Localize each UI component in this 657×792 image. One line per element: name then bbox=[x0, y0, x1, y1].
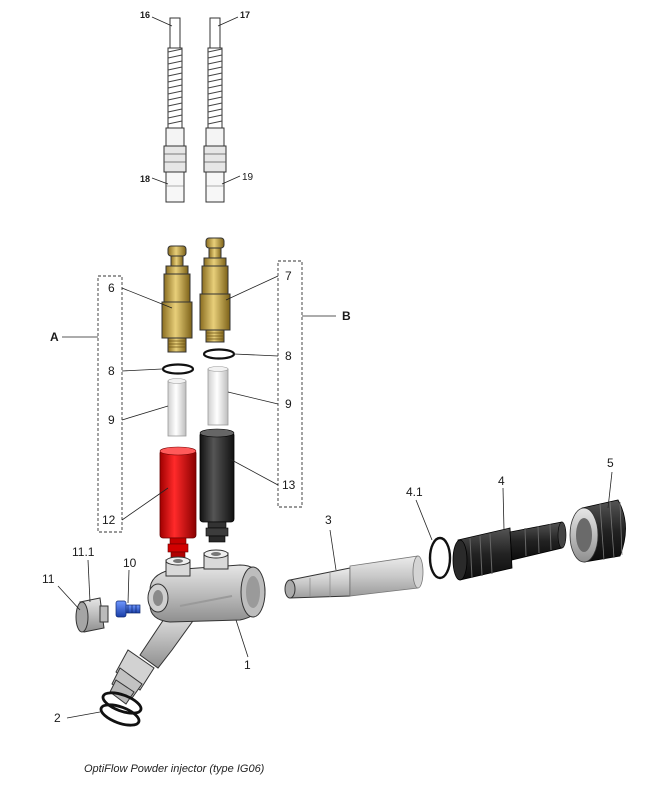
nut-5 bbox=[569, 499, 626, 563]
hose-17 bbox=[207, 17, 223, 129]
group-box-b bbox=[277, 260, 303, 508]
figure-caption: OptiFlow Powder injector (type IG06) bbox=[84, 763, 265, 775]
injector-body-1 bbox=[109, 549, 266, 705]
label-10: 10 bbox=[123, 556, 137, 570]
o-ring-8-right bbox=[202, 348, 236, 360]
o-ring-4-1 bbox=[428, 536, 452, 580]
label-9-right: 9 bbox=[285, 397, 292, 411]
label-17: 17 bbox=[240, 10, 250, 20]
label-8-right: 8 bbox=[285, 349, 292, 363]
label-16: 16 bbox=[140, 10, 150, 20]
label-7: 7 bbox=[285, 269, 292, 283]
leader-lines bbox=[57, 16, 613, 719]
black-connector-4 bbox=[452, 521, 567, 581]
label-11-1: 11.1 bbox=[72, 545, 95, 559]
label-4: 4 bbox=[498, 474, 505, 488]
insert-tube-3 bbox=[284, 555, 424, 599]
o-ring-8-left bbox=[161, 363, 195, 375]
group-box-a bbox=[97, 275, 123, 533]
label-3: 3 bbox=[325, 513, 332, 527]
label-18: 18 bbox=[140, 174, 150, 184]
red-sleeve-12 bbox=[159, 446, 197, 561]
brass-connector-6 bbox=[161, 245, 193, 353]
label-a: A bbox=[50, 330, 59, 344]
label-13: 13 bbox=[282, 478, 296, 492]
plug-11 bbox=[75, 597, 109, 633]
label-6: 6 bbox=[108, 281, 115, 295]
label-11: 11 bbox=[42, 572, 55, 586]
coupling-19 bbox=[203, 127, 227, 203]
white-tube-9-right bbox=[207, 366, 229, 426]
label-1: 1 bbox=[244, 658, 251, 672]
brass-connector-7 bbox=[199, 237, 231, 343]
label-5: 5 bbox=[607, 456, 614, 470]
black-sleeve-13 bbox=[199, 428, 235, 543]
label-9-left: 9 bbox=[108, 413, 115, 427]
coupling-18 bbox=[163, 127, 187, 203]
hose-16 bbox=[167, 17, 183, 129]
white-tube-9-left bbox=[167, 378, 187, 437]
label-12: 12 bbox=[102, 513, 116, 527]
label-4-1: 4.1 bbox=[406, 485, 423, 499]
o-rings-2 bbox=[99, 691, 143, 727]
label-8-left: 8 bbox=[108, 364, 115, 378]
label-b: B bbox=[342, 309, 351, 323]
label-19: 19 bbox=[242, 172, 254, 183]
label-2: 2 bbox=[54, 711, 61, 725]
blue-screw-10 bbox=[115, 600, 141, 618]
